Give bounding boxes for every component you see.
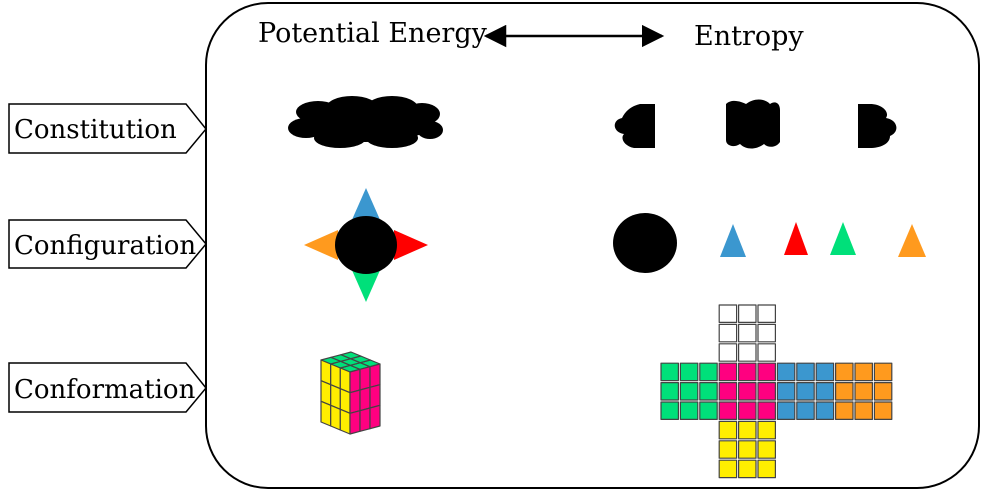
cube-right-sticker bbox=[369, 384, 381, 409]
entropy-label: Entropy bbox=[694, 21, 804, 52]
net-right-sticker bbox=[796, 382, 815, 401]
net-right-sticker bbox=[796, 362, 815, 382]
net-back-sticker bbox=[834, 362, 854, 382]
rubiks-cube-icon bbox=[320, 351, 381, 435]
svg-text:Conformation: Conformation bbox=[14, 375, 196, 405]
net-top-sticker bbox=[737, 304, 757, 323]
net-left-sticker bbox=[660, 382, 680, 401]
blue-triangle-icon bbox=[720, 224, 746, 257]
cube-right-sticker bbox=[349, 389, 361, 414]
potential-energy-label: Potential Energy bbox=[258, 18, 488, 49]
net-front-sticker bbox=[718, 362, 738, 382]
pinwheel-icon bbox=[304, 188, 428, 302]
net-left-sticker bbox=[699, 362, 718, 382]
net-left-sticker bbox=[679, 401, 699, 420]
net-top-sticker bbox=[718, 304, 738, 323]
svg-text:Configuration: Configuration bbox=[14, 231, 196, 261]
net-bottom-sticker bbox=[737, 440, 757, 459]
net-top-sticker bbox=[718, 343, 738, 362]
net-top-sticker bbox=[718, 323, 738, 343]
cube-left-sticker bbox=[339, 408, 351, 435]
cloud-blob-icon bbox=[288, 96, 443, 148]
net-front-sticker bbox=[737, 362, 757, 382]
net-back-sticker bbox=[873, 382, 893, 401]
net-front-sticker bbox=[757, 382, 777, 401]
net-bottom-sticker bbox=[737, 420, 757, 440]
net-top-sticker bbox=[757, 343, 777, 362]
net-right-sticker bbox=[776, 382, 796, 401]
net-top-sticker bbox=[737, 323, 757, 343]
cube-left-sticker bbox=[320, 400, 332, 427]
net-bottom-sticker bbox=[718, 459, 738, 479]
cube-right-sticker bbox=[369, 363, 381, 388]
cube-net-icon bbox=[660, 304, 893, 479]
net-back-sticker bbox=[854, 401, 874, 420]
net-back-sticker bbox=[834, 401, 854, 420]
blob-fragment-middle bbox=[726, 99, 780, 149]
net-left-sticker bbox=[699, 401, 718, 420]
net-bottom-sticker bbox=[718, 440, 738, 459]
net-bottom-sticker bbox=[757, 420, 777, 440]
net-right-sticker bbox=[796, 401, 815, 420]
blob-fragment-right bbox=[858, 104, 897, 148]
row-label-constitution: Constitution bbox=[8, 103, 207, 154]
net-left-sticker bbox=[679, 382, 699, 401]
row-label-configuration: Configuration bbox=[8, 219, 207, 269]
net-front-sticker bbox=[737, 382, 757, 401]
net-right-sticker bbox=[815, 382, 835, 401]
red-triangle-icon bbox=[784, 222, 808, 255]
net-bottom-sticker bbox=[718, 420, 738, 440]
net-bottom-sticker bbox=[757, 459, 777, 479]
net-right-sticker bbox=[776, 401, 796, 420]
net-right-sticker bbox=[815, 401, 835, 420]
cube-right-sticker bbox=[349, 368, 361, 394]
cube-right-sticker bbox=[369, 404, 381, 430]
net-top-sticker bbox=[757, 323, 777, 343]
net-left-sticker bbox=[660, 401, 680, 420]
cube-right-sticker bbox=[359, 407, 371, 432]
net-back-sticker bbox=[873, 362, 893, 382]
black-sphere-icon bbox=[613, 213, 677, 273]
net-front-sticker bbox=[737, 401, 757, 420]
net-back-sticker bbox=[834, 382, 854, 401]
net-bottom-sticker bbox=[737, 459, 757, 479]
cube-top-sticker bbox=[340, 351, 362, 360]
orange-triangle-icon bbox=[898, 224, 926, 257]
net-back-sticker bbox=[873, 401, 893, 420]
net-left-sticker bbox=[679, 362, 699, 382]
net-front-sticker bbox=[757, 401, 777, 420]
net-back-sticker bbox=[854, 382, 874, 401]
net-left-sticker bbox=[660, 362, 680, 382]
net-front-sticker bbox=[757, 362, 777, 382]
blob-fragment-left bbox=[614, 104, 655, 148]
net-top-sticker bbox=[757, 304, 777, 323]
svg-text:Constitution: Constitution bbox=[14, 115, 177, 145]
green-triangle-icon bbox=[830, 222, 856, 255]
net-back-sticker bbox=[854, 362, 874, 382]
cube-right-sticker bbox=[359, 366, 371, 391]
net-bottom-sticker bbox=[757, 440, 777, 459]
cube-right-sticker bbox=[349, 410, 361, 435]
net-right-sticker bbox=[776, 362, 796, 382]
net-top-sticker bbox=[737, 343, 757, 362]
net-front-sticker bbox=[718, 401, 738, 420]
row-label-conformation: Conformation bbox=[8, 362, 207, 413]
cube-left-sticker bbox=[330, 404, 341, 431]
net-front-sticker bbox=[718, 382, 738, 401]
net-left-sticker bbox=[699, 382, 718, 401]
net-right-sticker bbox=[815, 362, 835, 382]
cube-right-sticker bbox=[359, 386, 371, 412]
